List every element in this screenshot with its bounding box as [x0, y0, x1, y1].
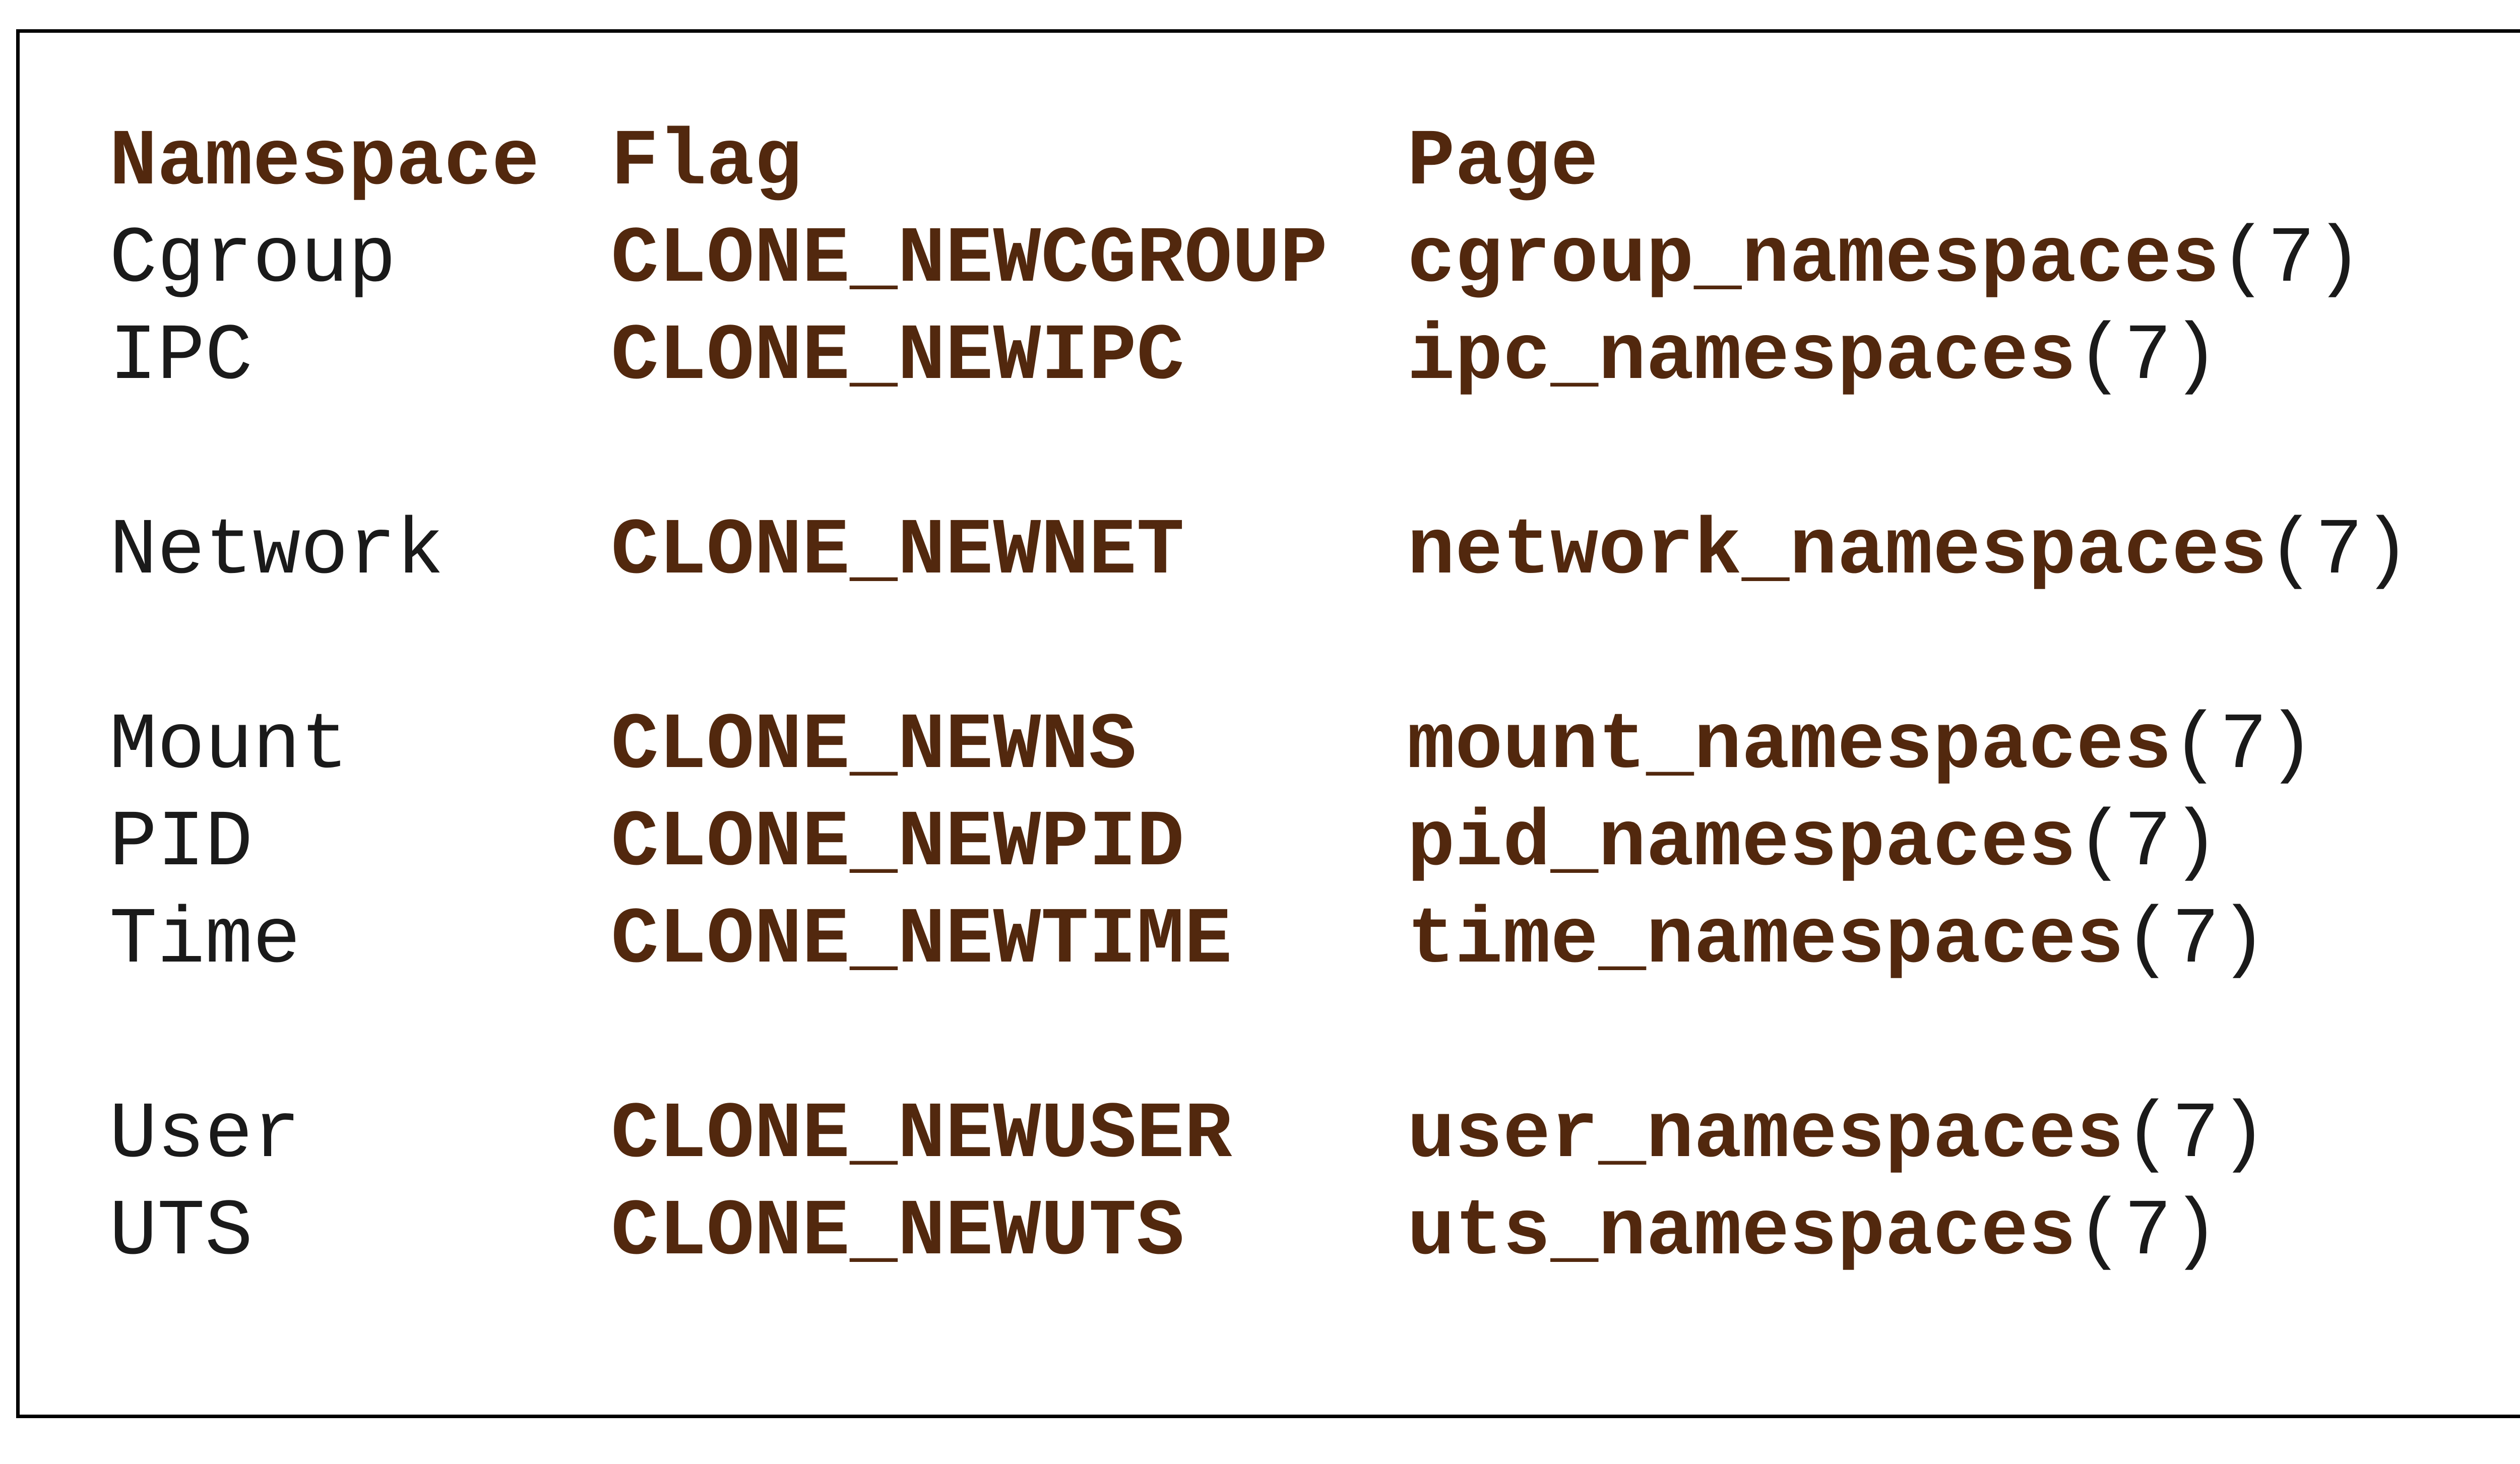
page-name: network_namespaces [1407, 506, 2267, 597]
namespace-cell: IPC [109, 312, 253, 402]
page-section: (7) [2124, 896, 2267, 986]
page-cell: cgroup_namespaces(7) [1407, 211, 2363, 308]
namespace-cell: UTS [109, 1187, 253, 1278]
page-name: uts_namespaces [1407, 1187, 2076, 1278]
page-cell: mount_namespaces(7) [1407, 697, 2315, 795]
page-cell: network_namespaces(7) [1407, 503, 2411, 600]
table-row-continuation: domain name [109, 1281, 2520, 1378]
flag-cell: CLONE_NEWTIME [611, 896, 1232, 986]
column-header-namespace: Namespace [109, 117, 540, 208]
page-section: (7) [2267, 506, 2411, 597]
table-row: Cgroup CLONE_NEWCGROUP cgroup_namespaces(7… [109, 211, 2520, 308]
isolates-cell: Hostname and NIS [2518, 1184, 2520, 1281]
page-name: cgroup_namespaces [1407, 215, 2220, 305]
isolates-cell: Cgroup root directory [2518, 211, 2520, 308]
page-name: pid_namespaces [1407, 798, 2076, 888]
page-name: user_namespaces [1407, 1090, 2124, 1180]
column-header-page: Page [1407, 117, 1599, 208]
flag-cell: CLONE_NEWPID [611, 798, 1184, 888]
namespace-cell: Network [109, 506, 444, 597]
table-border-frame: Namespace Flag Page Isolates CgroupCLONE… [16, 29, 2520, 1418]
isolates-cell: Boot and monotonic [2518, 892, 2520, 989]
table-row: Network CLONE_NEWNET network_namespaces(7)… [109, 503, 2520, 600]
flag-cell: CLONE_NEWNS [611, 701, 1137, 791]
table-row: PID CLONE_NEWPID pid_namespaces(7) Process … [109, 795, 2520, 892]
page-name: mount_namespaces [1407, 701, 2172, 791]
flag-cell: CLONE_NEWUTS [611, 1187, 1184, 1278]
page-cell: user_namespaces(7) [1407, 1087, 2267, 1184]
page-cell: uts_namespaces(7) [1407, 1184, 2220, 1281]
isolates-cell: Process IDs [2518, 795, 2520, 892]
table-row: IPC CLONE_NEWIPC ipc_namespaces(7) System V… [109, 308, 2520, 406]
column-header-flag: Flag [611, 117, 802, 208]
namespace-cell: Cgroup [109, 215, 396, 305]
page-section: (7) [2124, 1090, 2267, 1180]
isolates-cell: Mount points [2518, 697, 2520, 795]
table-row-continuation: POSIX message queues [109, 406, 2520, 503]
namespaces-table: Namespace Flag Page Isolates CgroupCLONE… [109, 114, 2520, 1378]
page-cell: time_namespaces(7) [1407, 892, 2267, 989]
table-row: User CLONE_NEWUSER user_namespaces(7) User … [109, 1087, 2520, 1184]
page-section: (7) [2076, 312, 2220, 402]
table-row: UTS CLONE_NEWUTS uts_namespaces(7) Hostname… [109, 1184, 2520, 1281]
page-name: ipc_namespaces [1407, 312, 2076, 402]
page-cell: pid_namespaces(7) [1407, 795, 2220, 892]
isolates-cell: Network devices, [2518, 503, 2520, 600]
page-name: time_namespaces [1407, 896, 2124, 986]
page-section: (7) [2219, 215, 2363, 305]
isolates-continuation-cell: stacks, ports, etc. [2518, 600, 2520, 697]
column-header-isolates: Isolates [2518, 114, 2520, 211]
flag-cell: CLONE_NEWUSER [611, 1090, 1232, 1180]
page-section: (7) [2076, 1187, 2220, 1278]
isolates-continuation-cell: POSIX message queues [2518, 406, 2520, 503]
table-row-continuation: clocks [109, 989, 2520, 1087]
page-section: (7) [2076, 798, 2220, 888]
namespace-cell: Time [109, 896, 301, 986]
flag-cell: CLONE_NEWCGROUP [611, 215, 1328, 305]
namespace-cell: Mount [109, 701, 349, 791]
flag-cell: CLONE_NEWNET [611, 506, 1184, 597]
table-row: Mount CLONE_NEWNS mount_namespaces(7) Mount… [109, 697, 2520, 795]
page-section: (7) [2172, 701, 2315, 791]
table-header-row: Namespace Flag Page Isolates [109, 114, 2520, 211]
isolates-continuation-cell: clocks [2518, 989, 2520, 1087]
flag-cell: CLONE_NEWIPC [611, 312, 1184, 402]
page-cell: ipc_namespaces(7) [1407, 308, 2220, 406]
isolates-continuation-cell: domain name [2518, 1281, 2520, 1378]
isolates-cell: User and group IDs [2518, 1087, 2520, 1184]
namespace-cell: PID [109, 798, 253, 888]
namespace-cell: User [109, 1090, 301, 1180]
isolates-cell: System V IPC, [2518, 308, 2520, 406]
table-row: Time CLONE_NEWTIME time_namespaces(7) Boot … [109, 892, 2520, 989]
table-row-continuation: stacks, ports, etc. [109, 600, 2520, 697]
